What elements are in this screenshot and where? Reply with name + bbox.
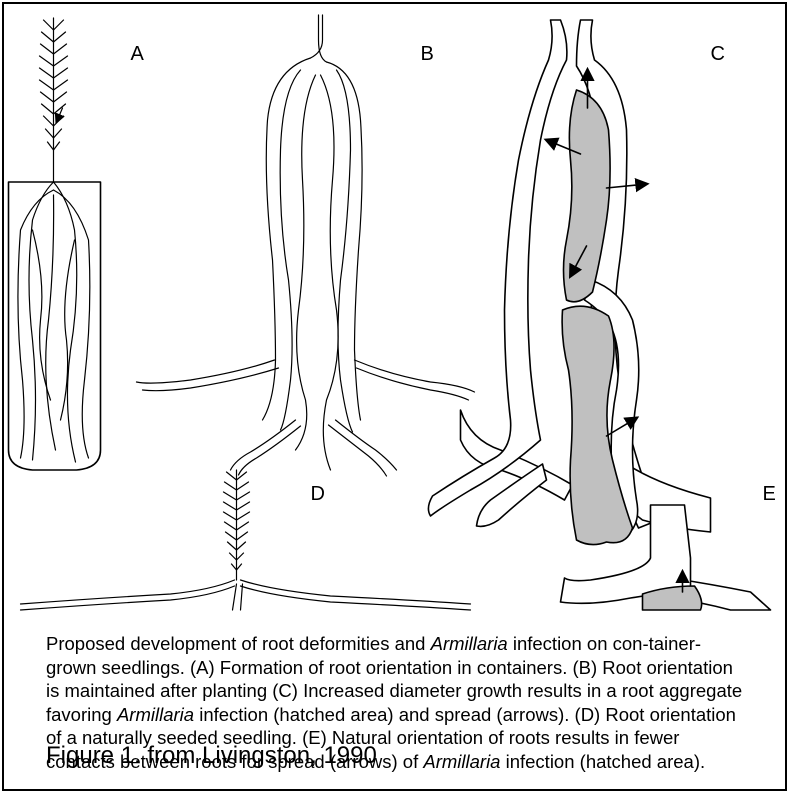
panel-label-c: C: [711, 43, 725, 65]
root-diagram: A B: [0, 0, 791, 620]
figure-credit: Figure 1. from Livingston, 1990: [46, 742, 377, 770]
caption-part-7: infection (hatched area).: [500, 751, 705, 772]
panel-c-root-left: [428, 20, 566, 516]
caption-genus-1: Armillaria: [431, 633, 508, 654]
panel-label-b: B: [421, 43, 434, 65]
caption-genus-3: Armillaria: [423, 751, 500, 772]
caption-genus-2: Armillaria: [117, 704, 194, 725]
panel-a-roots: [18, 182, 90, 462]
panel-label-a: A: [131, 43, 145, 65]
panel-b-roots: [137, 15, 475, 476]
panel-label-e: E: [763, 483, 776, 505]
panel-d-natural-seedling: [21, 470, 471, 610]
panel-label-d: D: [311, 483, 325, 505]
caption-part-1: Proposed development of root deformities…: [46, 633, 431, 654]
panel-c-root-aggregate: [428, 20, 710, 545]
panel-a-shoot: [40, 18, 68, 182]
panel-a-container-seedling: [9, 18, 101, 470]
